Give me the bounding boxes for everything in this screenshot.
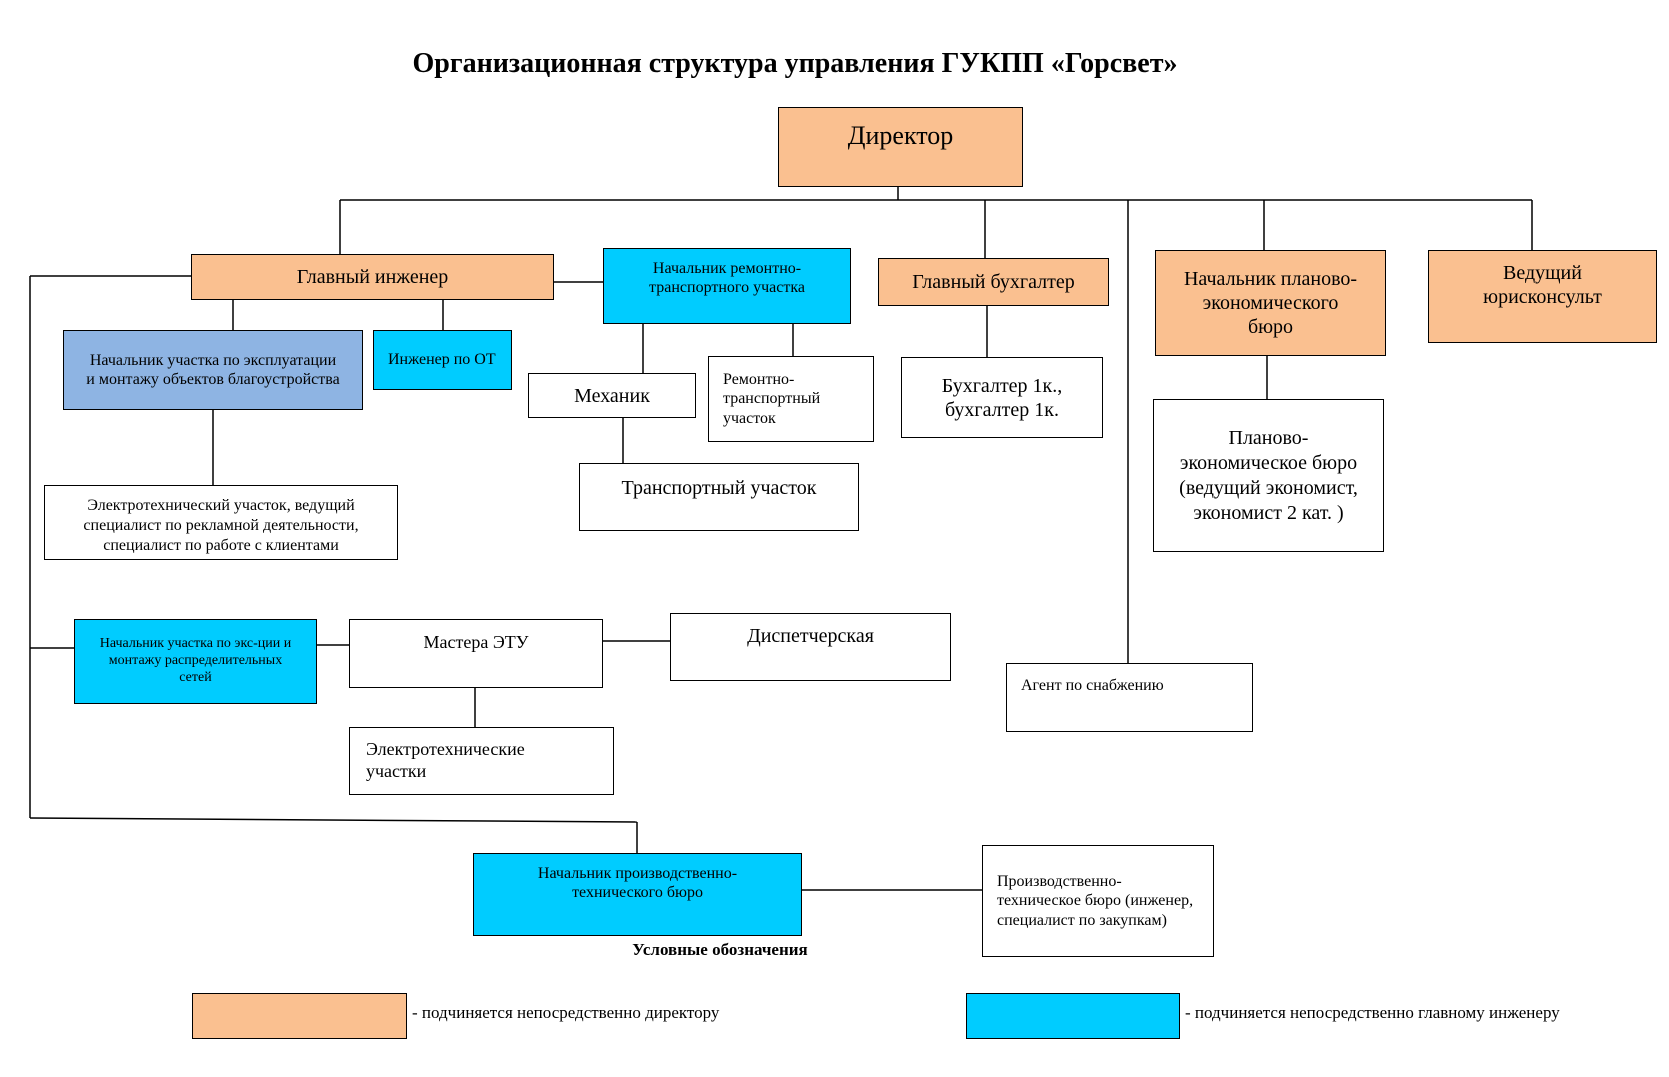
node-supply-agent-label: Агент по снабжению <box>1021 677 1164 694</box>
node-safety-engineer-label: Инженер по ОТ <box>388 351 496 369</box>
node-etu-masters: Мастера ЭТУ <box>349 619 603 688</box>
node-electrotech-site-label: Электротехнический участок, ведущий спец… <box>83 497 359 554</box>
node-director-label: Директор <box>847 121 954 150</box>
legend-label-chief-engineer: - подчиняется непосредственно главному и… <box>1185 1003 1560 1022</box>
node-dispatch-label: Диспетчерская <box>747 625 874 647</box>
node-accountants: Бухгалтер 1к., бухгалтер 1к. <box>901 357 1103 438</box>
node-planning-bureau-label: Планово-экономическое бюро (ведущий экон… <box>1179 426 1358 524</box>
node-safety-engineer: Инженер по ОТ <box>373 330 512 390</box>
node-electrotech-sites-label: Электротехнические участки <box>366 739 525 781</box>
node-production-bureau-head: Начальник производственно-технического б… <box>473 853 802 936</box>
node-director: Директор <box>778 107 1023 187</box>
node-legal-counsel: Ведущий юрисконсульт <box>1428 250 1657 343</box>
legend-swatch-chief-engineer <box>966 993 1180 1039</box>
legend-label-director: - подчиняется непосредственно директору <box>412 1003 720 1022</box>
node-planning-bureau-head: Начальник планово-экономического бюро <box>1155 250 1386 356</box>
node-dispatch: Диспетчерская <box>670 613 951 681</box>
node-production-bureau-head-label: Начальник производственно-технического б… <box>537 865 738 902</box>
legend-title: Условные обозначения <box>632 940 808 959</box>
node-chief-engineer: Главный инженер <box>191 254 554 300</box>
node-transport-site-label: Транспортный участок <box>621 477 817 499</box>
node-improvement-site-head-label: Начальник участка по эксплуатации и монт… <box>86 351 340 388</box>
node-chief-accountant: Главный бухгалтер <box>878 258 1109 306</box>
node-production-bureau-label: Производственно-техническое бюро (инжене… <box>997 873 1194 929</box>
node-transport-site: Транспортный участок <box>579 463 859 531</box>
node-supply-agent: Агент по снабжению <box>1006 663 1253 732</box>
node-legal-counsel-label: Ведущий юрисконсульт <box>1483 262 1602 308</box>
node-planning-bureau: Планово-экономическое бюро (ведущий экон… <box>1153 399 1384 552</box>
node-improvement-site-head: Начальник участка по эксплуатации и монт… <box>63 330 363 410</box>
node-chief-accountant-label: Главный бухгалтер <box>912 271 1075 293</box>
node-etu-masters-label: Мастера ЭТУ <box>423 632 529 652</box>
node-networks-site-head-label: Начальник участка по экс-ции и монтажу р… <box>99 636 292 685</box>
node-electrotech-site: Электротехнический участок, ведущий спец… <box>44 485 398 560</box>
node-electrotech-sites: Электротехнические участки <box>349 727 614 795</box>
node-accountants-label: Бухгалтер 1к., бухгалтер 1к. <box>941 374 1063 421</box>
node-mechanic-label: Механик <box>574 384 650 407</box>
node-mechanic: Механик <box>528 373 696 418</box>
node-repair-transport-head: Начальник ремонтно-транспортного участка <box>603 248 851 324</box>
node-networks-site-head: Начальник участка по экс-ции и монтажу р… <box>74 619 317 704</box>
node-repair-transport-site-label: Ремонтно-транспортный участок <box>723 371 821 427</box>
node-planning-bureau-head-label: Начальник планово-экономического бюро <box>1183 268 1358 338</box>
node-repair-transport-head-label: Начальник ремонтно-транспортного участка <box>649 260 805 297</box>
node-chief-engineer-label: Главный инженер <box>296 266 449 288</box>
legend-swatch-director <box>192 993 407 1039</box>
node-repair-transport-site: Ремонтно-транспортный участок <box>708 356 874 442</box>
node-production-bureau: Производственно-техническое бюро (инжене… <box>982 845 1214 957</box>
chart-title: Организационная структура управления ГУК… <box>412 48 1178 79</box>
